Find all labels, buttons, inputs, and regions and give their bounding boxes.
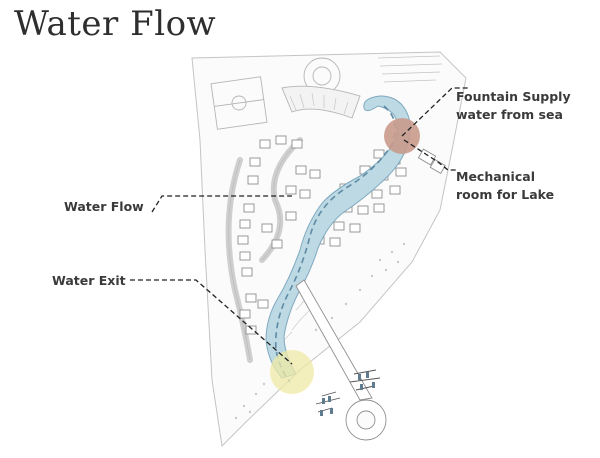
- fountain-supply-label: Fountain Supply water from sea: [456, 88, 571, 124]
- fountain-supply-line1: Fountain Supply: [456, 89, 571, 104]
- mechanical-building: [417, 148, 446, 174]
- beach-texture: [234, 242, 406, 420]
- fountain-supply-line2: water from sea: [456, 107, 563, 122]
- mechanical-room-label: Mechanical room for Lake: [456, 168, 554, 204]
- main-building: [281, 85, 361, 119]
- water-exit-label: Water Exit: [52, 273, 126, 288]
- parking-area: [377, 55, 443, 83]
- page-title: Water Flow: [14, 4, 217, 44]
- sports-field: [210, 76, 268, 130]
- mechanical-room-line2: room for Lake: [456, 187, 555, 202]
- leader-lines: [130, 87, 468, 365]
- jetty: [295, 279, 387, 441]
- water-flow-label: Water Flow: [64, 199, 144, 214]
- mechanical-room-line1: Mechanical: [456, 169, 535, 184]
- water-exit-marker: [270, 350, 314, 394]
